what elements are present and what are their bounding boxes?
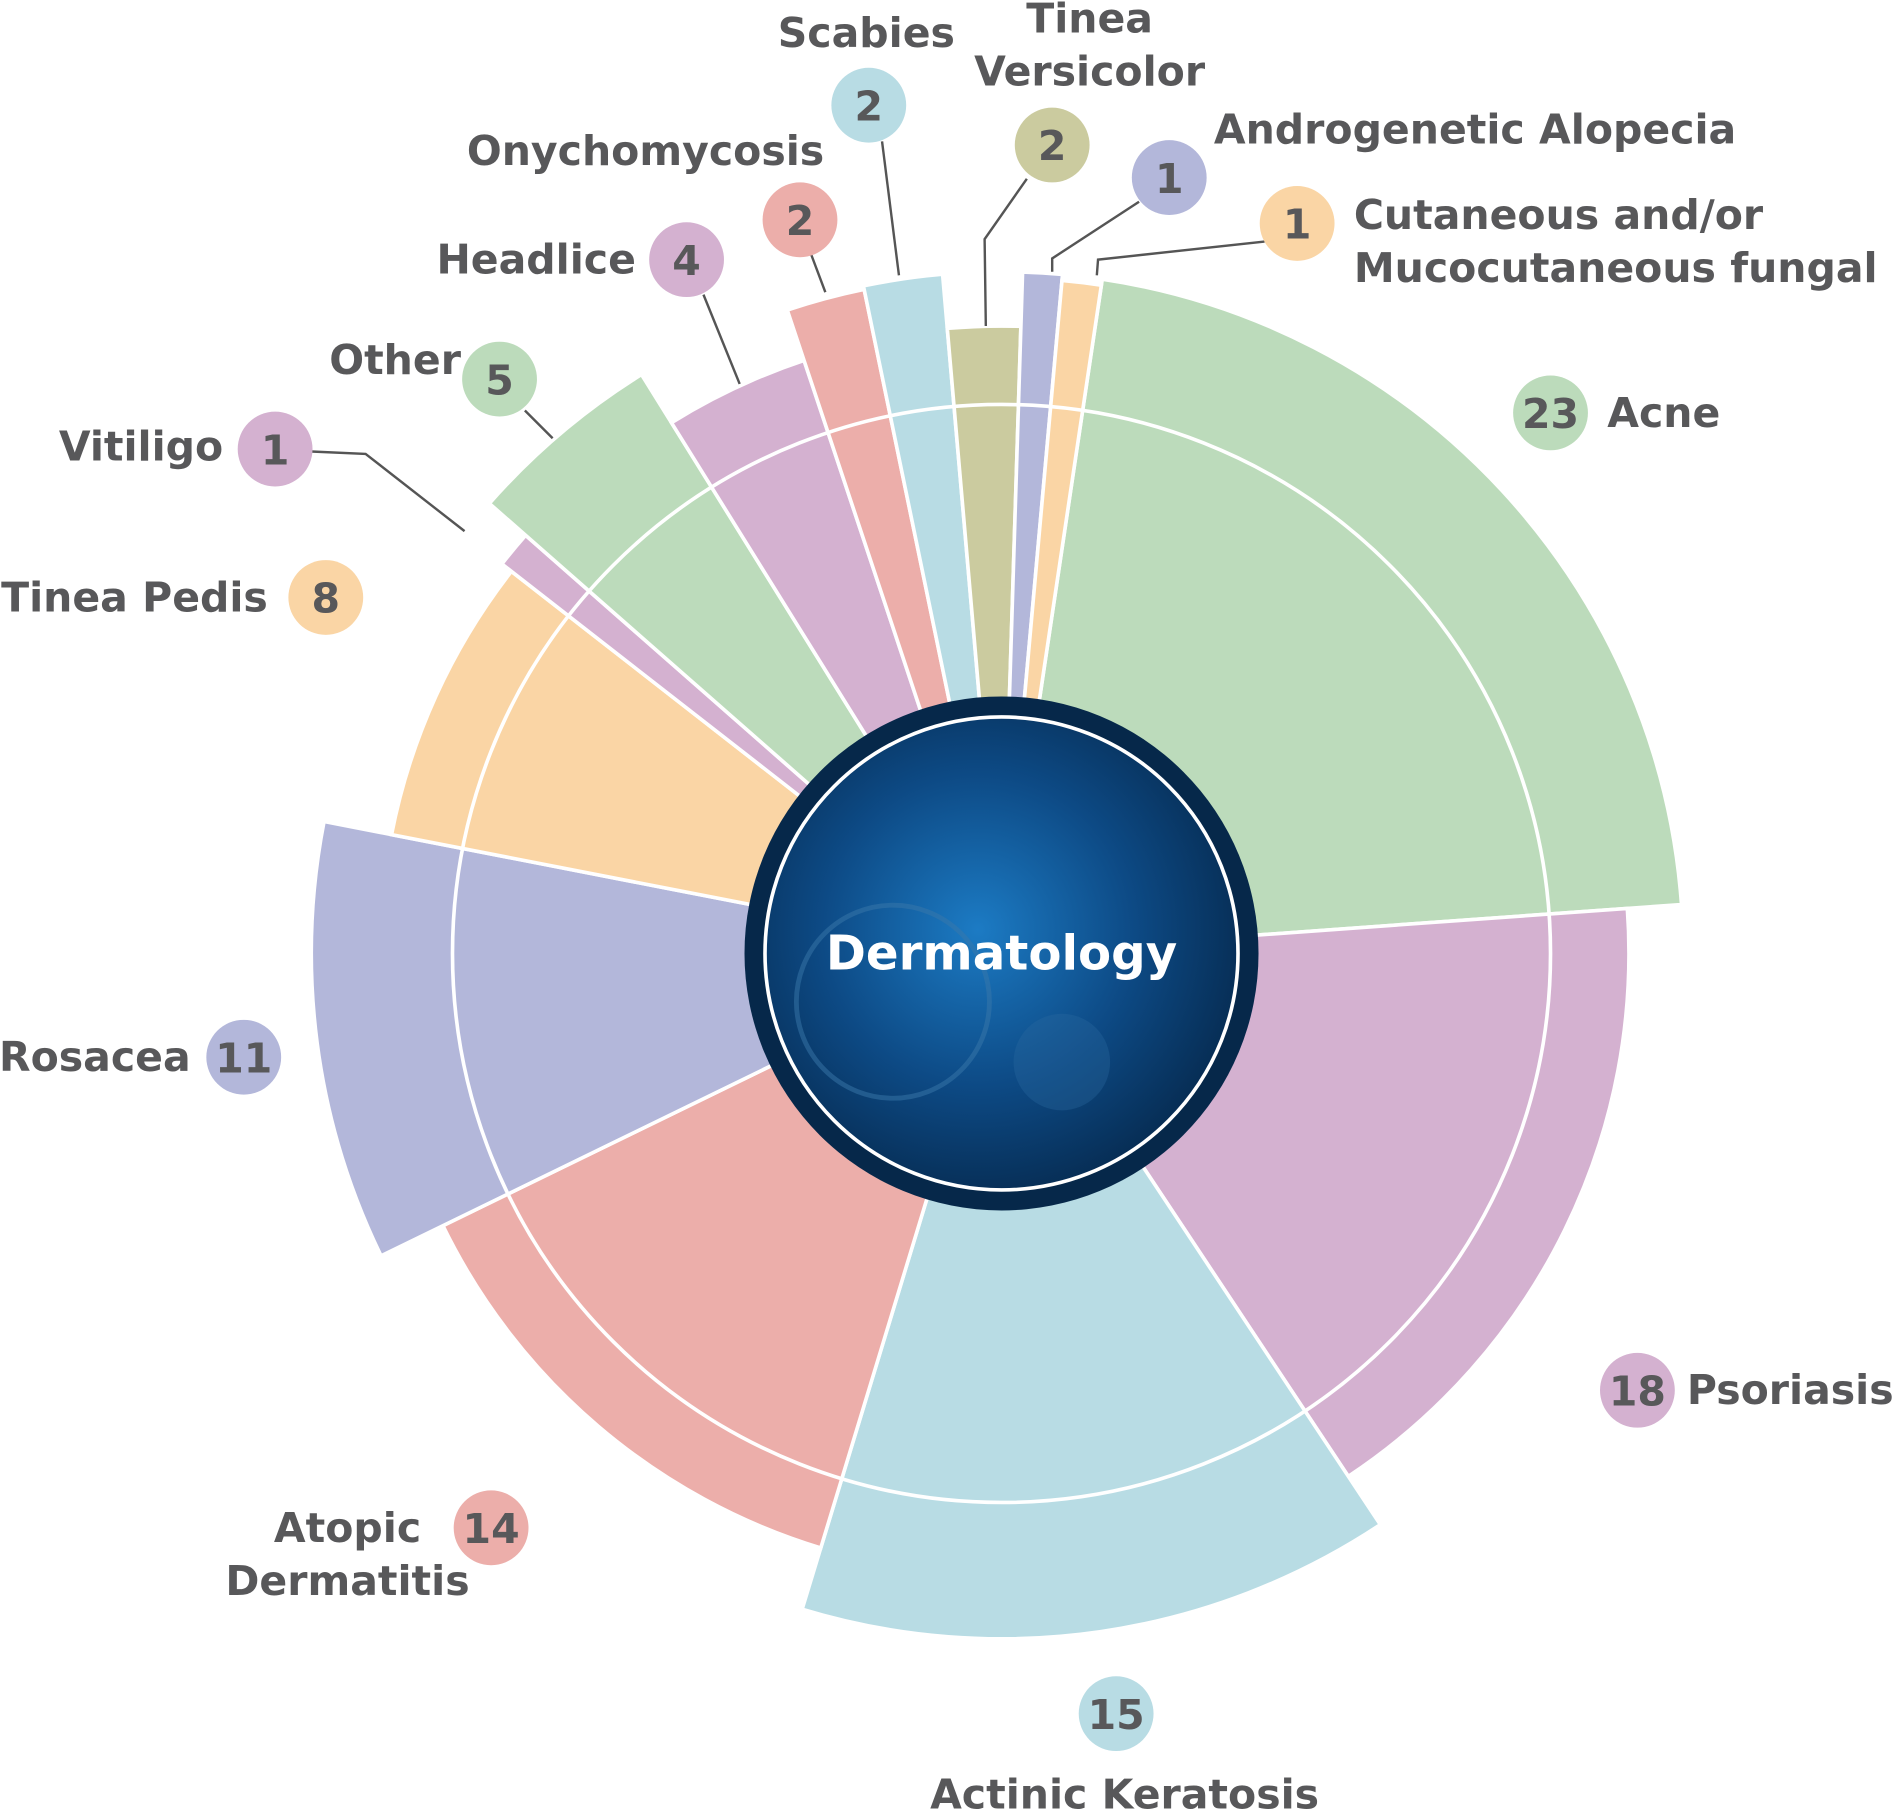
value-label: 5 (485, 356, 514, 404)
leader-lines (311, 141, 1265, 533)
center-bubble-decoration (793, 902, 992, 1101)
value-label: 2 (1038, 122, 1067, 170)
value-label: 11 (215, 1034, 272, 1082)
value-bubble (206, 1019, 282, 1095)
value-bubble (649, 222, 724, 298)
value-label: 8 (312, 575, 341, 623)
value-bubble (831, 67, 907, 143)
category-label: Rosacea (0, 1033, 191, 1081)
value-label: 18 (1609, 1367, 1666, 1415)
category-label: Dermatitis (225, 1557, 469, 1605)
center-title: Dermatology (826, 925, 1177, 981)
leader-line (880, 141, 901, 276)
value-label: 2 (855, 82, 884, 130)
category-label: Androgenetic Alopecia (1214, 105, 1736, 153)
category-label: Cutaneous and/or (1354, 191, 1764, 239)
category-label: Onychomycosis (467, 127, 824, 175)
value-bubble (1513, 375, 1588, 451)
value-label: 23 (1522, 390, 1579, 438)
value-bubble (1078, 1676, 1154, 1752)
value-label: 4 (672, 237, 701, 285)
value-label: 14 (463, 1505, 520, 1553)
value-bubble (237, 411, 313, 487)
value-bubble (1131, 140, 1207, 215)
leader-line (1095, 240, 1265, 276)
leader-line (702, 294, 741, 385)
category-label: Other (329, 336, 461, 384)
value-bubble (762, 182, 838, 258)
value-label: 1 (1155, 155, 1184, 203)
category-label: Acne (1607, 389, 1720, 437)
center-image (763, 715, 1240, 1192)
value-bubble (288, 560, 364, 635)
reference-ring (450, 402, 1553, 1505)
value-bubble (453, 1490, 529, 1566)
value-bubble (1014, 107, 1090, 183)
leader-line (983, 178, 1028, 327)
category-label: Vitiligo (59, 423, 223, 471)
category-label: Versicolor (974, 47, 1206, 95)
category-label: Actinic Keratosis (930, 1770, 1319, 1814)
value-label: 1 (261, 426, 290, 474)
leader-line (1050, 200, 1140, 272)
center-bubble-decoration (1013, 1013, 1111, 1111)
category-label: Mucocutaneous fungal (1354, 244, 1878, 292)
value-bubble (1259, 186, 1335, 261)
value-bubble (1599, 1352, 1675, 1428)
value-label: 15 (1088, 1691, 1145, 1739)
value-bubble (462, 341, 537, 417)
category-label: Atopic (274, 1504, 421, 1552)
value-label: 1 (1283, 201, 1312, 249)
leader-line (809, 253, 827, 293)
leader-line (524, 409, 554, 440)
category-label: Headlice (436, 236, 635, 284)
value-label: 2 (786, 197, 815, 245)
leader-line (311, 450, 466, 533)
category-label: Tinea Pedis (1, 573, 268, 621)
category-label: Scabies (778, 9, 955, 57)
category-label: Psoriasis (1687, 1366, 1892, 1414)
category-label: Tinea (1026, 0, 1153, 42)
